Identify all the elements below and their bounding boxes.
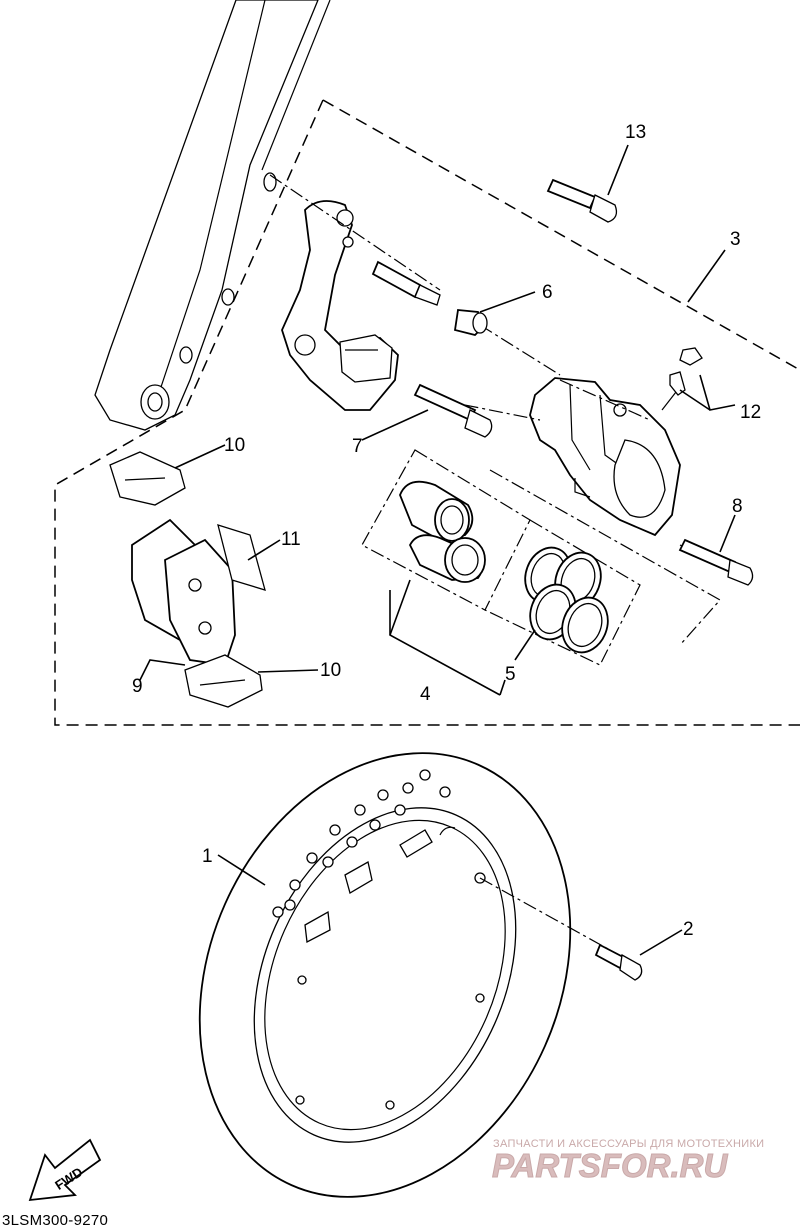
brake-pad-set <box>109 451 266 708</box>
leader-lines <box>139 144 736 956</box>
callout-6: 6 <box>542 282 553 303</box>
callout-1: 1 <box>202 846 213 867</box>
callout-labels: 13 3 6 7 12 8 10 11 10 9 5 4 1 2 <box>132 122 761 940</box>
callout-10-upper: 10 <box>224 435 245 456</box>
callout-9: 9 <box>132 676 143 697</box>
svg-text:PARTSFOR.RU: PARTSFOR.RU <box>492 1148 728 1184</box>
brake-disc <box>198 752 643 1198</box>
callout-3: 3 <box>730 229 741 250</box>
callout-5: 5 <box>505 664 516 685</box>
callout-7: 7 <box>352 436 363 457</box>
callout-11: 11 <box>281 529 301 550</box>
diagram-code: 3LSM300-9270 <box>2 1212 109 1229</box>
pins-and-bolts <box>269 174 754 586</box>
caliper-assembly-outline <box>54 99 800 726</box>
callout-8: 8 <box>732 496 743 517</box>
callout-2: 2 <box>683 919 694 940</box>
piston-set <box>399 480 486 583</box>
caliper-body <box>529 377 681 537</box>
front-fork-tube <box>94 0 331 431</box>
watermark-logo: PARTSFOR.RU <box>492 1148 729 1184</box>
callout-12: 12 <box>740 402 761 423</box>
watermark-tagline: ЗАПЧАСТИ И АКСЕССУАРЫ ДЛЯ МОТОТЕХНИКИ <box>493 1138 765 1150</box>
callout-13: 13 <box>625 122 646 143</box>
callout-10-lower: 10 <box>320 660 341 681</box>
fwd-arrow: FWD <box>28 1138 102 1202</box>
callout-4: 4 <box>420 684 431 705</box>
caliper-bracket <box>281 200 399 411</box>
seal-kit <box>524 546 609 654</box>
